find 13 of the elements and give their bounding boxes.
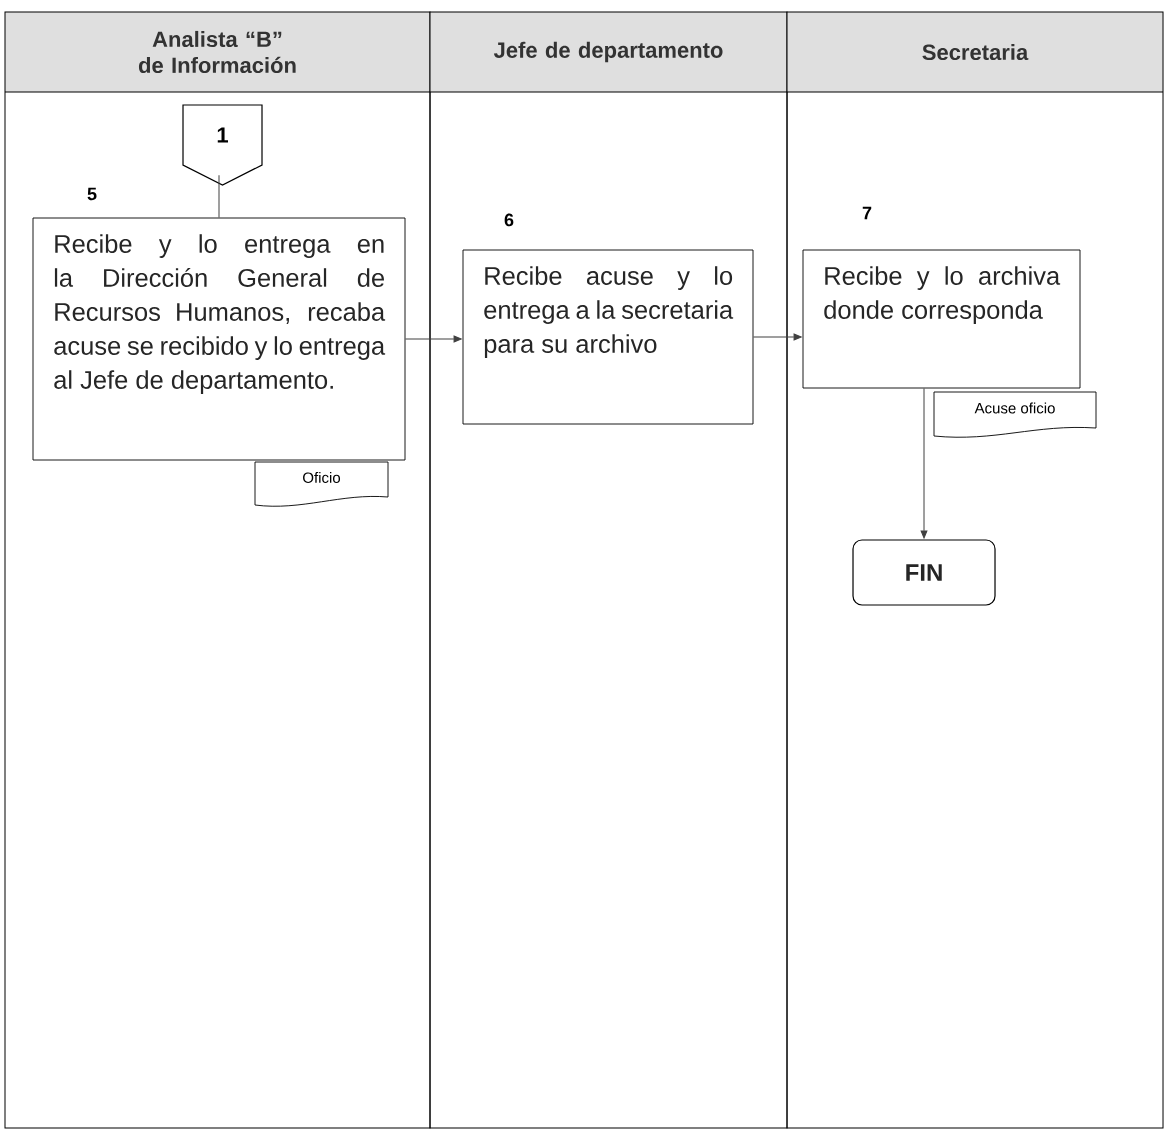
document-symbol: Oficio [254,461,389,507]
step-number: 6 [504,213,514,227]
process-box: Recibe y lo archiva donde corresponda [802,249,1081,389]
terminal: FIN [852,539,996,606]
document-symbol: Acuse oficio [933,391,1097,438]
process-box: Recibe acuse y lo entrega a la secretaria para su archivo [462,249,754,425]
arrow [752,333,802,341]
step-number: 5 [87,187,97,201]
step-number: 7 [862,206,872,220]
arrow [920,387,928,539]
off-page-connector: 1 [182,104,263,186]
process-box: Recibe y lo entrega en la Dirección General de Recursos Humanos, recaba acuse se recibido y lo entrega al Jefe de departamento. [32,217,406,461]
arrow [404,335,462,343]
